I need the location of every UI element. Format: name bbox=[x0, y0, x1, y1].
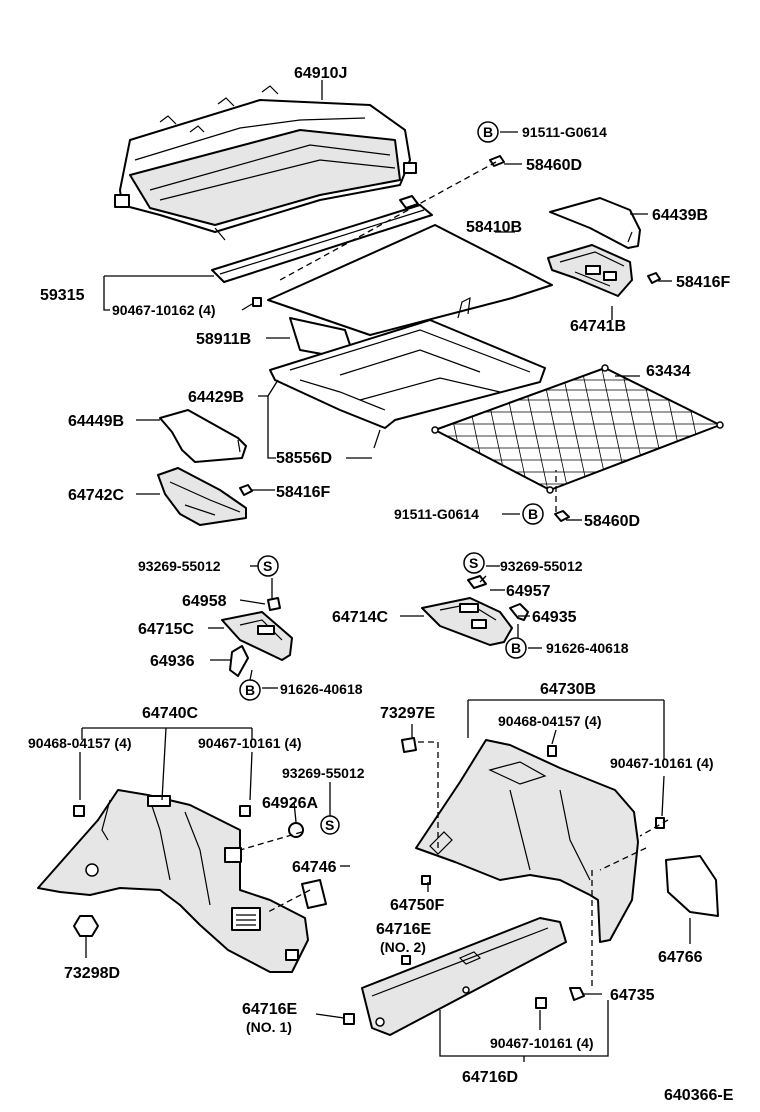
drawing-number: 640366-E bbox=[664, 1087, 734, 1104]
label-93269-55012-mid: 93269-55012 bbox=[282, 765, 365, 781]
label-no1: (NO. 1) bbox=[246, 1019, 292, 1035]
label-63434: 63434 bbox=[646, 363, 691, 380]
frame-59315-drawing bbox=[211, 195, 433, 283]
label-s-symbol-mid: S bbox=[325, 817, 334, 833]
label-91626-40618-right: 91626-40618 bbox=[546, 640, 629, 656]
label-90467-10161-right: 90467-10161 (4) bbox=[610, 755, 714, 771]
bracket-64741B-drawing bbox=[547, 244, 633, 297]
label-64746: 64746 bbox=[292, 859, 337, 876]
svg-text:S: S bbox=[469, 555, 478, 571]
label-90468-04157-right: 90468-04157 (4) bbox=[498, 713, 602, 729]
label-93269-55012-left: 93269-55012 bbox=[138, 558, 221, 574]
label-59315: 59315 bbox=[40, 287, 85, 304]
label-64715C: 64715C bbox=[138, 621, 194, 638]
label-91511-G0614-bottom: 91511-G0614 bbox=[394, 506, 479, 522]
bracket-64742C-drawing bbox=[157, 467, 247, 526]
tray-64714C-drawing bbox=[421, 597, 513, 646]
label-64926A: 64926A bbox=[262, 795, 318, 812]
svg-text:B: B bbox=[511, 640, 521, 656]
label-64730B: 64730B bbox=[540, 681, 596, 698]
label-64716E-no1: 64716E bbox=[242, 1001, 297, 1018]
luggage-tray-drawing bbox=[269, 317, 546, 449]
label-73297E: 73297E bbox=[380, 705, 435, 722]
label-64935: 64935 bbox=[532, 609, 577, 626]
label-90467-10162: 90467-10162 (4) bbox=[112, 302, 216, 318]
cover-64449B-drawing bbox=[159, 409, 247, 463]
label-64936: 64936 bbox=[150, 653, 195, 670]
svg-text:B: B bbox=[483, 124, 493, 140]
label-91626-40618-left: 91626-40618 bbox=[280, 681, 363, 697]
label-58460D-bottom: 58460D bbox=[584, 513, 640, 530]
label-64714C: 64714C bbox=[332, 609, 388, 626]
label-58416F-bottom: 58416F bbox=[276, 484, 330, 501]
label-64716E-no2: 64716E bbox=[376, 921, 431, 938]
label-91511-G0614-top: 91511-G0614 bbox=[522, 124, 607, 140]
label-no2: (NO. 2) bbox=[380, 939, 426, 955]
callout-symbols: B B S S B B bbox=[239, 121, 544, 835]
label-64742C: 64742C bbox=[68, 487, 124, 504]
label-64740C: 64740C bbox=[142, 705, 198, 722]
svg-text:B: B bbox=[528, 506, 538, 522]
quarter-trim-64730B-drawing bbox=[415, 739, 719, 943]
label-90468-04157-left: 90468-04157 (4) bbox=[28, 735, 132, 751]
svg-text:B: B bbox=[245, 682, 255, 698]
deck-board-58410B-drawing bbox=[267, 224, 553, 336]
label-58556D: 58556D bbox=[276, 450, 332, 467]
quarter-trim-64740C-drawing bbox=[37, 789, 309, 973]
cover-64439B-drawing bbox=[549, 197, 641, 249]
label-64429B: 64429B bbox=[188, 389, 244, 406]
label-93269-55012-right: 93269-55012 bbox=[500, 558, 583, 574]
label-64766: 64766 bbox=[658, 949, 703, 966]
label-90467-10161-bottom: 90467-10161 (4) bbox=[490, 1035, 594, 1051]
label-64910J: 64910J bbox=[294, 65, 347, 82]
label-64716D: 64716D bbox=[462, 1069, 518, 1086]
label-64958: 64958 bbox=[182, 593, 227, 610]
label-58416F-top: 58416F bbox=[676, 274, 730, 291]
label-90467-10161-left: 90467-10161 (4) bbox=[198, 735, 302, 751]
label-64449B: 64449B bbox=[68, 413, 124, 430]
label-64741B: 64741B bbox=[570, 318, 626, 335]
leader-lines bbox=[79, 80, 691, 1062]
label-73298D: 73298D bbox=[64, 965, 120, 982]
label-64735: 64735 bbox=[610, 987, 655, 1004]
tray-64715C-drawing bbox=[221, 611, 293, 661]
label-58911B: 58911B bbox=[196, 331, 251, 348]
label-58460D-top: 58460D bbox=[526, 157, 582, 174]
cargo-net-drawing bbox=[431, 364, 724, 494]
label-64750F: 64750F bbox=[390, 897, 444, 914]
tonneau-cover-drawing bbox=[114, 85, 417, 241]
sill-plate-64716D-drawing bbox=[361, 917, 567, 1036]
svg-text:S: S bbox=[263, 558, 272, 574]
label-64439B: 64439B bbox=[652, 207, 708, 224]
labels: 64910J 91511-G0614 58460D 64439B 58410B … bbox=[28, 65, 734, 1104]
label-64957: 64957 bbox=[506, 583, 551, 600]
label-58410B: 58410B bbox=[466, 219, 522, 236]
